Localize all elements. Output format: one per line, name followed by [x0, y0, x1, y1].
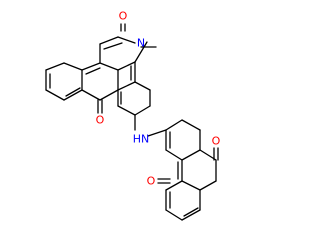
ketone-oxygen-label: O	[96, 114, 105, 127]
anthraquinone-top-oxygen-label: O	[212, 135, 221, 148]
methyl-nitrogen-label: N	[137, 37, 145, 50]
structure-canvas: O N O HN O O	[45, 10, 221, 221]
lactam-oxygen-label: O	[119, 10, 128, 23]
nh-linker-label: HN	[133, 133, 150, 146]
bond-lines	[45, 23, 219, 221]
anthraquinone-bottom-oxygen-label: O	[147, 175, 156, 188]
molecule-drawing: O N O HN O O	[45, 10, 221, 221]
atom-labels: O N O HN O O	[96, 10, 221, 188]
